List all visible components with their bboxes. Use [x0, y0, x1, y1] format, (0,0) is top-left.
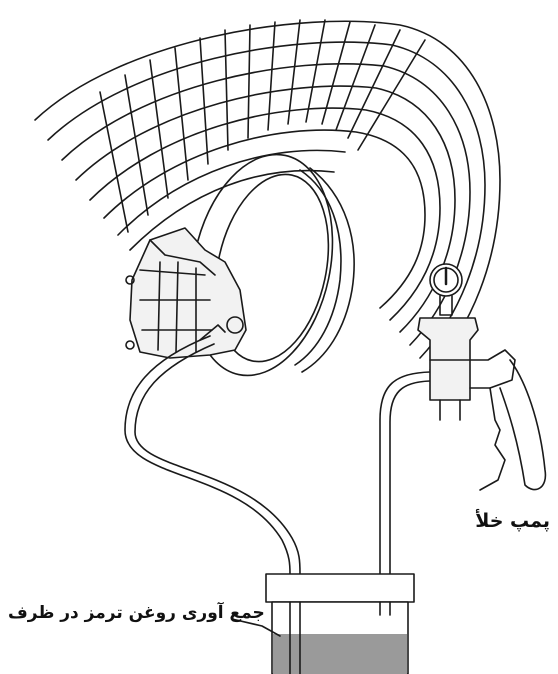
vacuum-pump	[417, 263, 547, 491]
brake-caliper	[125, 227, 247, 359]
collect-brake-fluid-label: جمع آوری روغن ترمز در ظرف	[8, 603, 265, 623]
collection-container	[265, 573, 415, 674]
hose-pump-to-container	[379, 371, 431, 575]
collect-label-leader	[231, 618, 281, 637]
tire	[34, 19, 501, 371]
vacuum-pump-label: پمپ خلأ	[475, 510, 550, 532]
hose-caliper-to-container	[124, 335, 301, 575]
wheel-rim	[190, 153, 355, 377]
brake-fluid-level	[273, 634, 407, 674]
